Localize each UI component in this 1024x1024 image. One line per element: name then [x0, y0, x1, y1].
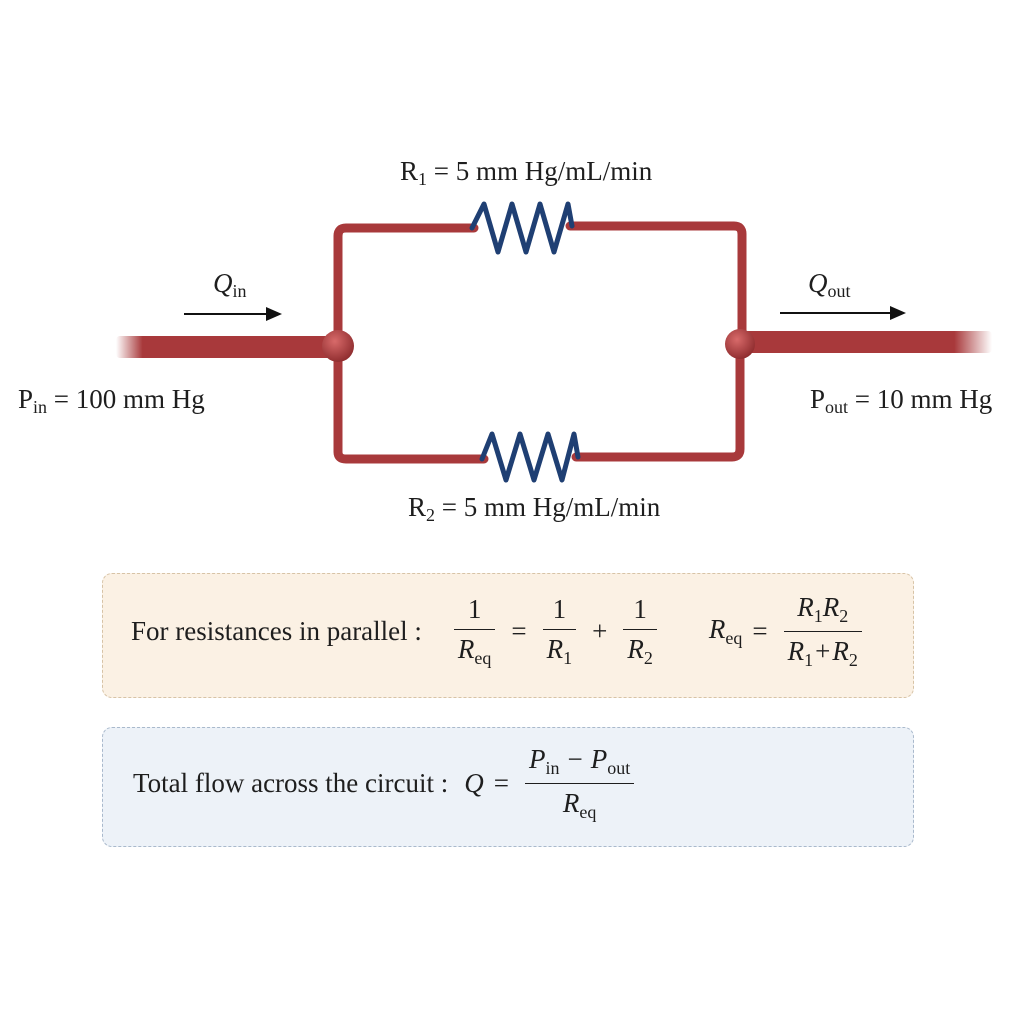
equals-sign: = [511, 615, 527, 646]
outlet-vessel [740, 331, 992, 353]
q-out-label: Qout [808, 268, 851, 301]
p-in-label: Pin = 100 mm Hg [18, 384, 205, 417]
flow-box-label: Total flow across the circuit : [133, 767, 449, 798]
flow-out-arrow [780, 306, 906, 320]
outlet-junction-node [725, 329, 755, 359]
fraction-product-over-sum: R1R2 R1+R2 [783, 592, 862, 671]
upper-branch-vessel [333, 221, 747, 350]
parallel-circuit-diagram: R1 = 5 mm Hg/mL/min R2 = 5 mm Hg/mL/min … [18, 156, 993, 525]
parallel-resistance-box: For resistances in parallel : 1 Req = 1 … [102, 573, 914, 698]
lower-branch-vessel [333, 337, 745, 464]
parallel-box-label: For resistances in parallel : [131, 615, 422, 646]
q-in-label: Qin [213, 268, 247, 301]
r1-label: R1 = 5 mm Hg/mL/min [400, 156, 653, 189]
fraction-one-over-r1: 1 R1 [542, 594, 577, 669]
resistor-r1 [469, 201, 575, 255]
fraction-one-over-r2: 1 R2 [623, 594, 657, 669]
q-symbol: Q [464, 767, 484, 798]
parallel-formula-row: For resistances in parallel : 1 Req = 1 … [131, 592, 868, 671]
p-out-label: Pout = 10 mm Hg [810, 384, 993, 417]
plus-sign: + [592, 615, 608, 646]
flow-equals-sign: = [493, 767, 509, 798]
total-flow-box: Total flow across the circuit : Q = Pin−… [102, 727, 914, 847]
fraction-pressure-diff-over-req: Pin−Pout Req [525, 744, 635, 823]
flow-formula-row: Total flow across the circuit : Q = Pin−… [133, 744, 640, 823]
resistor-r2 [479, 431, 581, 483]
circuit-svg [116, 201, 992, 483]
r2-label: R2 = 5 mm Hg/mL/min [408, 492, 661, 525]
flow-in-arrow [184, 307, 282, 321]
inlet-vessel [116, 336, 338, 358]
fraction-one-over-req: 1 Req [453, 594, 496, 669]
equals-sign-2: = [752, 615, 768, 646]
inlet-junction-node [322, 330, 354, 362]
req-symbol: Req [708, 613, 743, 648]
